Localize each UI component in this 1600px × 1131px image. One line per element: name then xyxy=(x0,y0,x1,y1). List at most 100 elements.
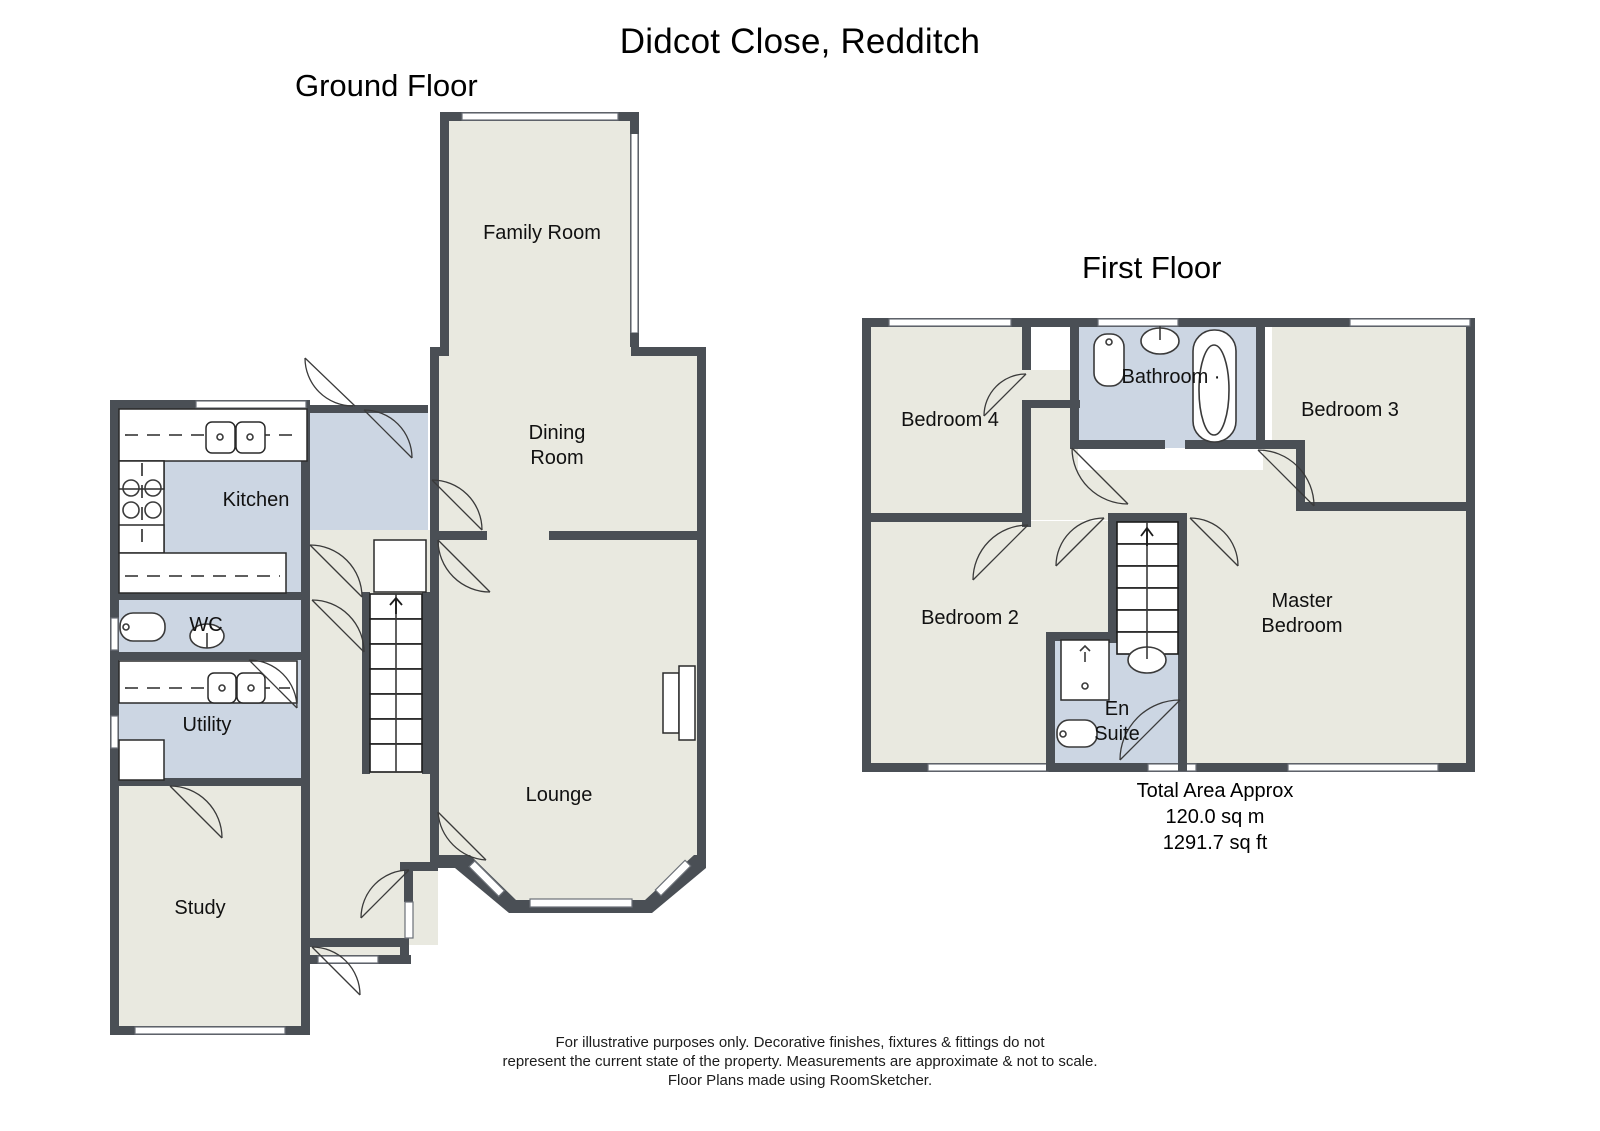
wall-family-br xyxy=(630,333,639,355)
window-master-bottom xyxy=(1287,763,1439,772)
wall-wc-bottom xyxy=(110,652,310,660)
door-ensuite-leaf xyxy=(1119,699,1181,761)
window-family-top xyxy=(461,112,619,121)
kitchen-counter-bottom xyxy=(118,552,287,594)
door-dining-arc xyxy=(431,479,483,531)
wall-corridor-bottom xyxy=(301,938,409,947)
door-utility-arc xyxy=(248,659,298,709)
room-label-dining-room: Dining Room xyxy=(528,422,586,469)
understair-cupboard xyxy=(373,539,427,593)
hob-ring-2 xyxy=(144,479,162,497)
family-room-fill xyxy=(447,112,637,355)
room-label-bedroom-2: Bedroom 2 xyxy=(921,607,1019,629)
hob-ring-4 xyxy=(144,501,162,519)
room-label-bedroom-3: Bedroom 3 xyxy=(1301,399,1399,421)
wall-family-tl xyxy=(440,112,449,134)
disclaimer-text: For illustrative purposes only. Decorati… xyxy=(502,1034,1098,1089)
door-bedroom3-leaf xyxy=(1257,449,1315,507)
door-kitchen-hall2-leaf xyxy=(309,544,363,598)
wall-stair-left xyxy=(362,592,370,774)
opening-dining-lounge xyxy=(487,531,549,540)
wall-ff-right xyxy=(1466,318,1475,771)
room-label-lounge: Lounge xyxy=(525,784,593,806)
wall-stair-top-ff xyxy=(1108,513,1186,522)
wall-left-outer xyxy=(430,347,439,862)
room-label-study: Study xyxy=(174,897,226,919)
bedroom4-fill xyxy=(870,326,1030,521)
window-kitchen-top xyxy=(195,400,307,409)
wall-nook-bottom xyxy=(1030,400,1080,408)
room-label-bathroom: Bathroom · xyxy=(1121,366,1221,388)
room-label-en-suite: En Suite xyxy=(1094,698,1140,745)
room-label-bedroom-4: Bedroom 4 xyxy=(901,409,999,431)
window-bay-center xyxy=(529,898,633,908)
door-utility-leaf xyxy=(248,659,298,709)
room-label-family-room: Family Room xyxy=(483,222,601,244)
door-bedroom4-top-arc xyxy=(983,373,1027,417)
opening-family-dining xyxy=(449,347,631,356)
door-lounge2-leaf xyxy=(437,811,487,861)
window-utility-left xyxy=(110,715,119,749)
wall-stair-left-ff xyxy=(1108,513,1117,643)
wall-kitchen-right xyxy=(301,400,310,600)
ensuite-cistern-dot xyxy=(1059,730,1067,738)
wall-utility-bottom xyxy=(110,778,310,786)
lounge-radiator xyxy=(662,672,680,734)
door-bathroom-leaf xyxy=(1071,447,1129,505)
window-hall-side xyxy=(404,901,414,939)
ensuite-toilet xyxy=(1056,719,1098,748)
wall-corridor-top xyxy=(310,405,428,413)
window-bedroom4-top xyxy=(888,318,1012,327)
utility-drain-1 xyxy=(218,684,226,692)
wc-toilet xyxy=(119,612,166,642)
window-ensuite-bottom xyxy=(1147,763,1197,772)
door-front-arc xyxy=(304,357,354,407)
door-master-arc xyxy=(1189,517,1239,567)
window-study-bottom xyxy=(134,1026,286,1035)
dining-room-fill xyxy=(438,350,698,535)
wall-stair-right xyxy=(422,592,430,774)
ensuite-shower-head xyxy=(1079,644,1091,662)
door-kitchen-hall-arc xyxy=(363,409,413,459)
door-lounge-arc xyxy=(437,539,491,593)
wall-lounge-bay xyxy=(430,855,706,913)
window-wc-left xyxy=(110,617,119,651)
door-hall-side-leaf xyxy=(360,869,410,919)
wall-b3-bottom-left xyxy=(1296,440,1305,510)
stair-up-arrow-ground xyxy=(389,596,403,614)
door-wc-leaf xyxy=(311,599,365,653)
door-hall-bottom-arc xyxy=(311,946,361,996)
room-label-wc: WC xyxy=(189,614,223,636)
door-hall-bottom-leaf xyxy=(311,946,361,996)
door-lounge-leaf xyxy=(437,539,491,593)
wall-bathroom-bottom-b xyxy=(1185,440,1265,449)
wall-ensuite-top xyxy=(1046,632,1116,641)
wall-b4-right xyxy=(1022,400,1031,525)
ensuite-shower-drain xyxy=(1081,682,1089,690)
lounge-window-right xyxy=(678,665,696,741)
window-bedroom3-top xyxy=(1349,318,1471,327)
ground-floor-title: Ground Floor xyxy=(295,68,478,103)
window-bedroom2-bottom xyxy=(927,763,1049,772)
first-floor-title: First Floor xyxy=(1082,250,1222,285)
door-lounge2-arc xyxy=(437,811,487,861)
wall-ensuite-left xyxy=(1046,632,1055,771)
wall-hall-rt xyxy=(400,862,438,871)
wall-corridor-stub xyxy=(400,938,409,962)
bathroom-bath-inner xyxy=(1198,344,1230,436)
window-bay-left xyxy=(468,860,506,898)
ensuite-shower xyxy=(1060,639,1110,701)
door-bedroom2-arc xyxy=(1055,517,1105,567)
lounge-fill xyxy=(438,535,698,908)
wc-cistern-dot xyxy=(122,623,130,631)
wall-landing-right-stub xyxy=(1256,440,1304,449)
master-fill xyxy=(1185,506,1467,771)
wall-bathroom-right xyxy=(1256,318,1265,449)
door-bedroom4-leaf xyxy=(972,524,1029,581)
wall-family-left xyxy=(440,112,449,355)
wall-hall-r2 xyxy=(404,862,413,902)
window-family-right xyxy=(630,132,639,334)
page-title: Didcot Close, Redditch xyxy=(619,22,981,61)
door-bedroom4-arc xyxy=(972,524,1029,581)
